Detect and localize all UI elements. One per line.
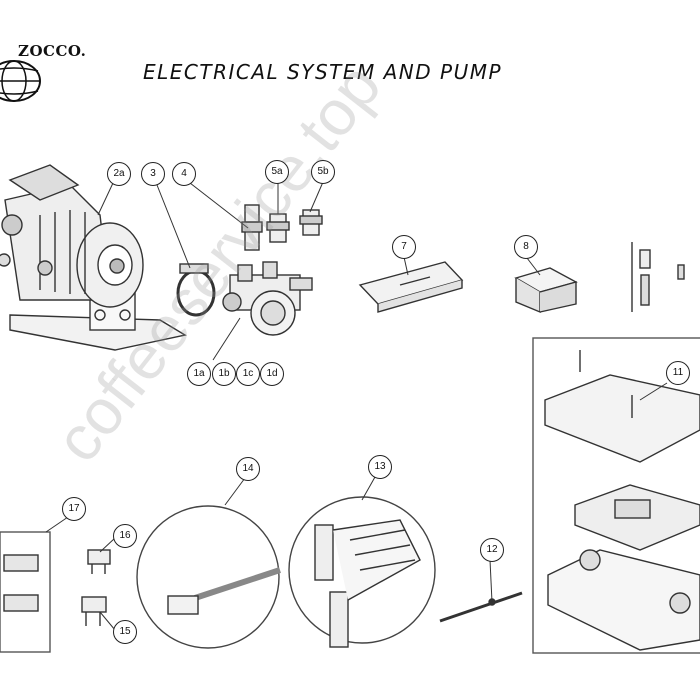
cable-detail-14 bbox=[136, 505, 281, 649]
callout-17: 17 bbox=[62, 497, 86, 521]
clamp-part bbox=[176, 263, 216, 317]
capacitor-part bbox=[358, 261, 464, 313]
callout-12: 12 bbox=[480, 538, 504, 562]
callout-3: 3 bbox=[141, 162, 165, 186]
callout-5b: 5b bbox=[311, 160, 335, 184]
callout-11: 11 bbox=[666, 361, 690, 385]
callout-1a: 1a bbox=[187, 362, 211, 386]
callout-8: 8 bbox=[514, 235, 538, 259]
callout-16: 16 bbox=[113, 524, 137, 548]
callout-4: 4 bbox=[172, 162, 196, 186]
terminal-part bbox=[631, 242, 685, 312]
callout-1c: 1c bbox=[236, 362, 260, 386]
terminal-block-part bbox=[0, 531, 51, 653]
callout-5a: 5a bbox=[265, 160, 289, 184]
callout-15: 15 bbox=[113, 620, 137, 644]
callout-13: 13 bbox=[368, 455, 392, 479]
control-box-part bbox=[532, 337, 700, 654]
page-title: ELECTRICAL SYSTEM AND PUMP bbox=[143, 60, 503, 84]
callout-2a: 2a bbox=[107, 162, 131, 186]
motor-part bbox=[0, 164, 187, 351]
ribbon-cable-detail-13 bbox=[288, 496, 436, 648]
pump-part bbox=[222, 261, 313, 336]
wire-part bbox=[439, 591, 523, 623]
callout-1b: 1b bbox=[212, 362, 236, 386]
callout-1d: 1d bbox=[260, 362, 284, 386]
relay-part bbox=[514, 267, 578, 314]
callout-7: 7 bbox=[392, 235, 416, 259]
small-module-parts bbox=[81, 549, 111, 626]
callout-14: 14 bbox=[236, 457, 260, 481]
leader-lines bbox=[45, 181, 668, 631]
brand-name: ZOCCO. bbox=[18, 42, 87, 60]
brand-globe-logo bbox=[0, 60, 41, 102]
